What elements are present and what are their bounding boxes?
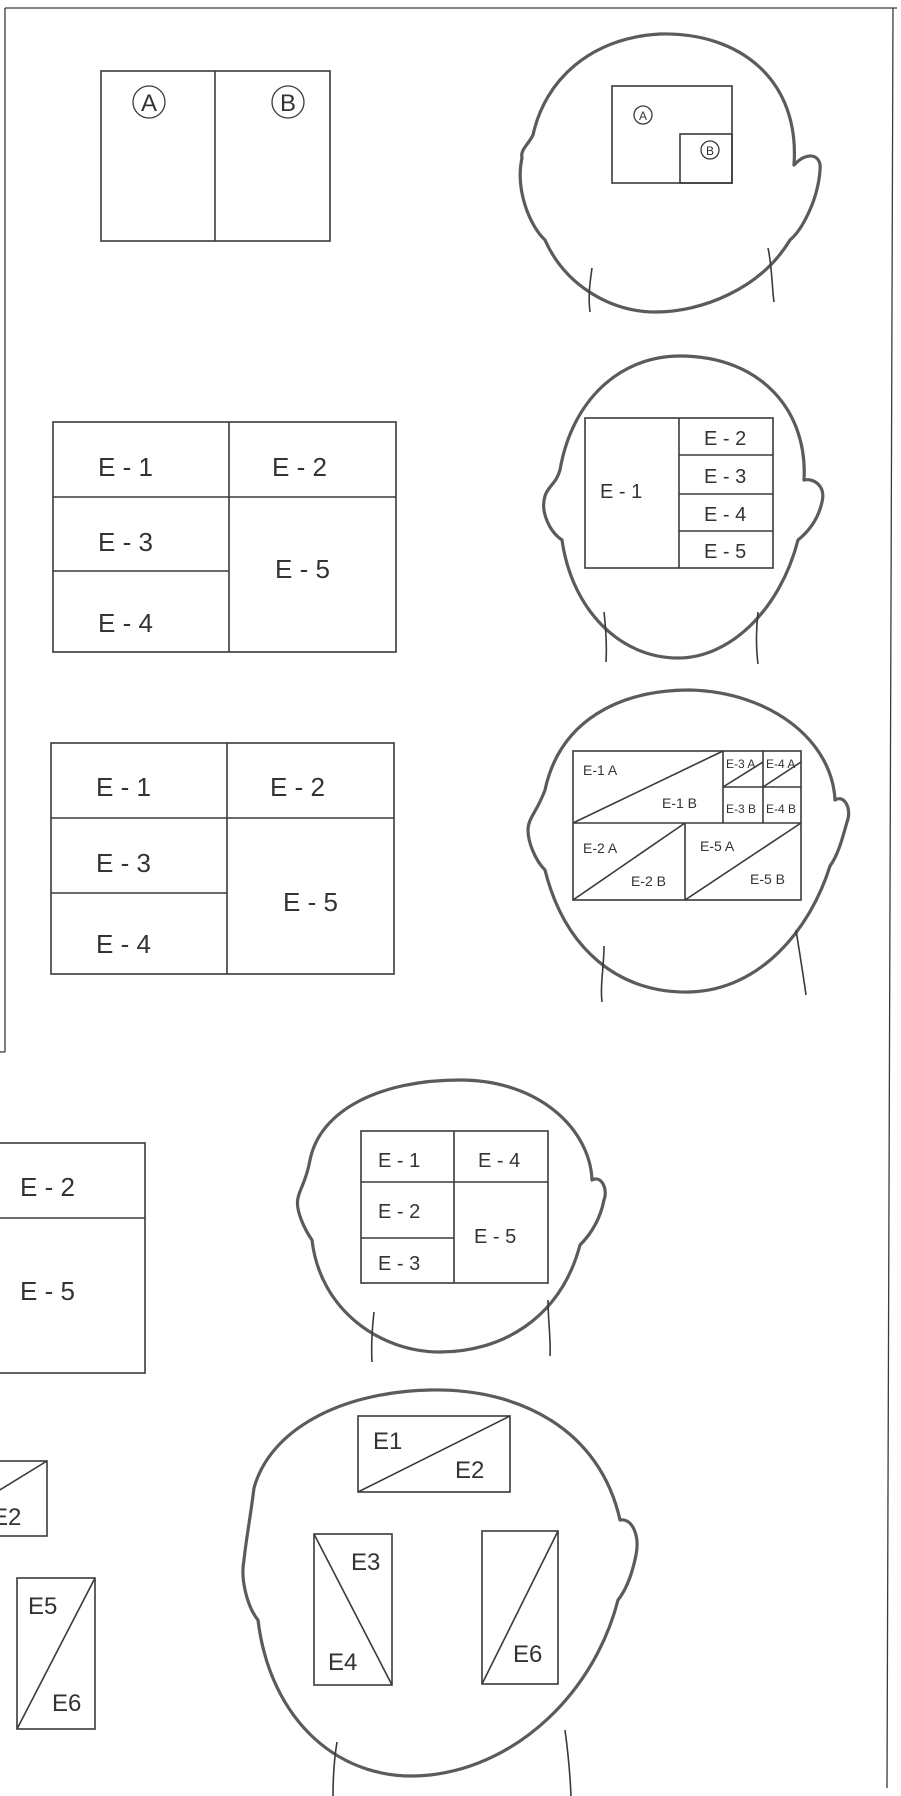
head5-e2: E2 [455,1457,484,1484]
head-cell-e2a: E-2 A [583,840,618,856]
head-cell-e4: E - 4 [704,504,746,526]
cell-e1: E - 1 [98,452,153,482]
head-cell-e4b: E-4 B [766,802,796,816]
head5-e3: E3 [351,1549,380,1576]
head-cell-e3b: E-3 B [726,802,756,816]
partial-e5: E5 [28,1593,57,1620]
row2-head: E - 1 E - 2 E - 3 E - 4 E - 5 [544,356,823,664]
head4-cell-e3: E - 3 [378,1253,420,1275]
cell3-e5: E - 5 [283,887,338,917]
head-cell-e4a: E-4 A [766,757,795,771]
row3-head: E-1 A E-1 B E-3 A E-4 A E-3 B E-4 B E-2 … [528,690,849,1002]
cell-e2: E - 2 [272,452,327,482]
row1-head: A B [520,34,820,312]
cell-e3: E - 3 [98,527,153,557]
row1-head-grid: A B [612,86,732,183]
head4-cell-e5: E - 5 [474,1226,516,1248]
head5-e4: E4 [328,1649,357,1676]
cell-e5: E - 5 [275,554,330,584]
head-cell-e3: E - 3 [704,466,746,488]
row2-head-grid: E - 1 E - 2 E - 3 E - 4 E - 5 [585,418,773,568]
row4-partial-layout: E - 2 E - 5 [0,1143,145,1373]
row5-partial-layout: E2 E5 E6 [0,1461,95,1729]
row4-head-grid: E - 1 E - 4 E - 2 E - 5 E - 3 [361,1131,548,1283]
partial-cell-e2: E - 2 [20,1172,75,1202]
head4-cell-e1: E - 1 [378,1150,420,1172]
row1-layout-ab: A B [101,71,330,241]
head-cell-e1b: E-1 B [662,795,697,811]
row3-head-grid: E-1 A E-1 B E-3 A E-4 A E-3 B E-4 B E-2 … [573,751,801,900]
head-cell-e5a: E-5 A [700,838,735,854]
page-frame [0,8,897,1788]
head5-e6: E6 [513,1641,542,1668]
label-b: B [280,90,296,117]
cell-e4: E - 4 [98,608,153,638]
row4-head: E - 1 E - 4 E - 2 E - 5 E - 3 [297,1080,605,1362]
head-cell-e2: E - 2 [704,428,746,450]
head-label-a: A [639,109,647,123]
head4-cell-e2: E - 2 [378,1201,420,1223]
row2-layout-grid: E - 1 E - 2 E - 3 E - 4 E - 5 [53,422,396,652]
head-cell-e5: E - 5 [704,541,746,563]
cell3-e4: E - 4 [96,929,151,959]
cell3-e3: E - 3 [96,848,151,878]
partial-e6: E6 [52,1690,81,1717]
head-cell-e5b: E-5 B [750,871,785,887]
head-cell-e2b: E-2 B [631,873,666,889]
head-label-b: B [706,144,714,158]
head5-e1: E1 [373,1428,402,1455]
row5-head: E1 E2 E3 E4 E6 [243,1390,637,1796]
cell3-e1: E - 1 [96,772,151,802]
head-cell-e1: E - 1 [600,481,642,503]
head-cell-e3a: E-3 A [726,757,755,771]
row3-layout-grid: E - 1 E - 2 E - 3 E - 4 E - 5 [51,743,394,974]
label-a: A [141,90,157,117]
head-cell-e1a: E-1 A [583,762,618,778]
cell3-e2: E - 2 [270,772,325,802]
partial-e2: E2 [0,1504,21,1531]
row5-head-grid: E1 E2 E3 E4 E6 [314,1416,558,1685]
head4-cell-e4: E - 4 [478,1150,520,1172]
partial-cell-e5: E - 5 [20,1276,75,1306]
